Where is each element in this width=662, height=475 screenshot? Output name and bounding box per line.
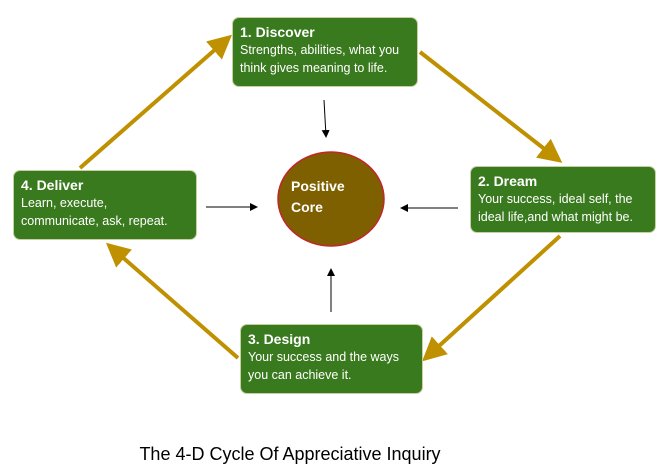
stage-desc-line: Your success and the ways [248, 350, 400, 364]
stage-desc-line: Your success, ideal self, the [478, 192, 633, 206]
stage-desc-line: communicate, ask, repeat. [21, 214, 168, 228]
arrow-design-to-deliver [105, 242, 240, 360]
stage-desc-line: Learn, execute, [21, 196, 108, 210]
positive-core-circle [277, 151, 385, 247]
stage-title: 1. Discover [240, 24, 315, 40]
stage-title: 3. Design [248, 331, 311, 347]
stage-box-deliver: 4. Deliver Learn, execute, communicate, … [13, 170, 197, 240]
stage-title: 2. Dream [478, 173, 538, 189]
arrow-discover-to-dream [418, 50, 563, 163]
stage-desc-line: ideal life,and what might be. [478, 210, 633, 224]
stage-box-design: 3. Design Your success and the ways you … [240, 324, 423, 394]
core-line-2: Core [291, 199, 323, 215]
stage-title: 4. Deliver [21, 177, 84, 193]
arrow-dream-to-design [422, 234, 562, 362]
stage-desc-line: think gives meaning to life. [240, 61, 388, 75]
positive-core-label: Positive Core [291, 176, 361, 218]
stage-desc-line: you can achieve it. [248, 368, 352, 382]
arrow-deliver-to-discover [78, 34, 233, 170]
stage-desc-line: Strengths, abilities, what you [240, 43, 400, 57]
stage-box-discover: 1. Discover Strengths, abilities, what y… [232, 17, 418, 87]
arrow-discover-to-core [321, 99, 330, 138]
diagram-caption: The 4-D Cycle Of Appreciative Inquiry [139, 444, 441, 464]
stage-box-dream: 2. Dream Your success, ideal self, the i… [470, 166, 656, 233]
core-line-1: Positive [291, 178, 345, 194]
